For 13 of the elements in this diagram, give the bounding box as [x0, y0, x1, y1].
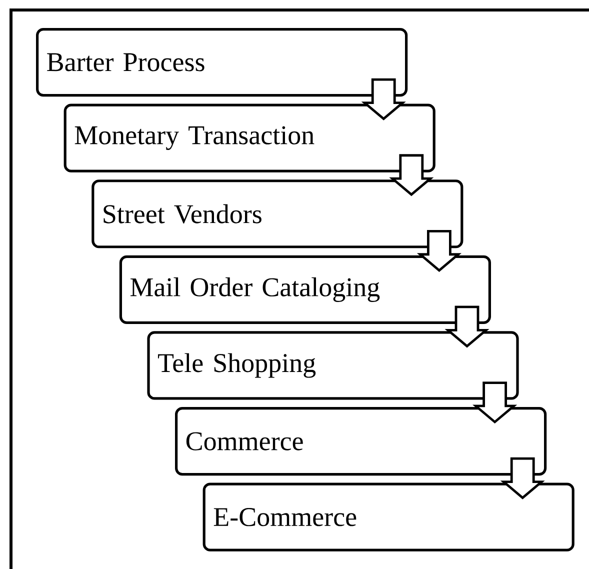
- step-box: Mail Order Cataloging: [119, 255, 491, 324]
- step-box: E-Commerce: [202, 482, 574, 552]
- step-box: Barter Process: [36, 28, 408, 97]
- step-box: Commerce: [175, 406, 547, 476]
- block-arrow: [361, 78, 406, 120]
- block-arrow: [389, 154, 434, 196]
- step-box: Street Vendors: [92, 180, 464, 248]
- step-box: Tele Shopping: [147, 331, 519, 400]
- block-arrow: [444, 306, 490, 348]
- step-box: Monetary Transaction: [64, 104, 436, 172]
- block-arrow: [472, 382, 518, 424]
- block-arrow: [500, 457, 545, 500]
- block-arrow: [416, 230, 462, 272]
